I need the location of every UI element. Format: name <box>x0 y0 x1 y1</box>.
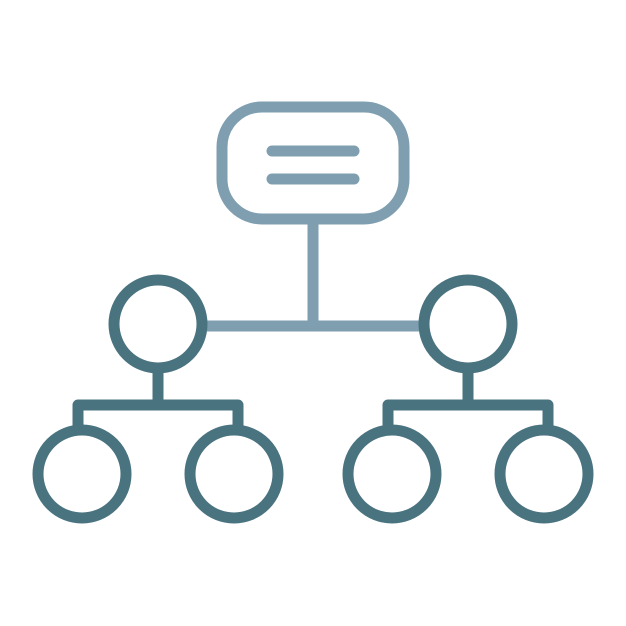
mid-right-node-circle <box>418 274 518 374</box>
left-branch-connector <box>72 362 244 433</box>
bottom-node-circle-1 <box>32 424 132 524</box>
bottom-node-circle-3 <box>342 424 442 524</box>
right-branch-connector <box>382 362 554 433</box>
mid-left-node-circle <box>108 274 208 374</box>
bottom-node-circle-4 <box>494 424 594 524</box>
bottom-node-circle-2 <box>184 424 284 524</box>
top-node-box <box>216 101 410 225</box>
